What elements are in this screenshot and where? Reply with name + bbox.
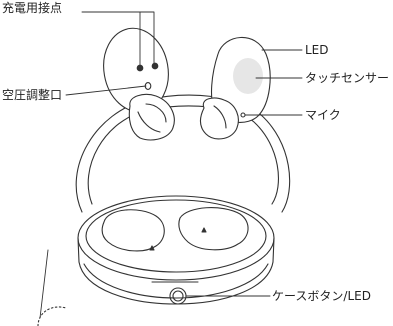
right-cavity xyxy=(178,207,249,251)
label-touch-sensor: タッチセンサー xyxy=(305,71,390,85)
label-led: LED xyxy=(305,43,329,57)
label-case-button: ケースボタン/LED xyxy=(272,289,371,303)
left-cavity xyxy=(101,209,165,252)
label-charging-contacts: 充電用接点 xyxy=(2,1,63,15)
case-button-icon xyxy=(169,287,187,305)
left-eartip xyxy=(128,93,175,141)
case-rim-inner xyxy=(85,199,267,273)
touch-sensor xyxy=(233,58,263,94)
case-body xyxy=(77,195,275,305)
left-earbud xyxy=(103,27,175,141)
case-bottom xyxy=(77,237,275,305)
leader-pressure xyxy=(65,85,147,96)
right-eartip xyxy=(199,97,239,140)
leader-charging xyxy=(81,11,155,67)
case-lid-inner xyxy=(87,105,279,205)
label-mic: マイク xyxy=(305,108,341,122)
charging-contact-2 xyxy=(151,62,159,70)
dotted-callout xyxy=(37,306,67,326)
label-pressure-port: 空圧調整口 xyxy=(2,88,63,102)
right-earbud xyxy=(199,36,271,140)
case-lid xyxy=(75,94,291,213)
